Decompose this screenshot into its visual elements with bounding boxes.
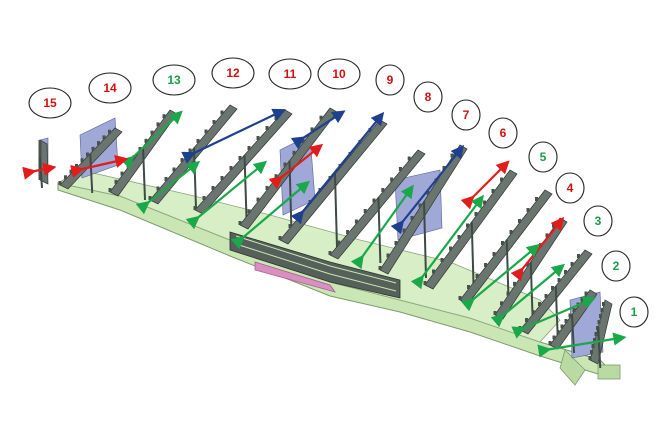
green-dimension-arrow <box>230 180 311 250</box>
red-dimension-arrow <box>268 143 324 190</box>
label-number: 3 <box>595 214 602 228</box>
label-bubble <box>413 81 443 113</box>
label-number: 6 <box>500 126 507 140</box>
label-13: 13 <box>152 64 196 96</box>
label-bubble <box>528 141 558 173</box>
label-bubble <box>28 87 72 119</box>
label-14: 14 <box>88 72 132 104</box>
label-1: 1 <box>619 296 649 328</box>
label-10: 10 <box>317 58 361 90</box>
pink-strip <box>254 261 336 293</box>
green-dimension-arrow <box>350 184 414 270</box>
label-bubble <box>488 117 518 149</box>
label-number: 1 <box>631 305 638 319</box>
green-dimension-arrow <box>135 160 201 215</box>
label-number: 14 <box>103 81 117 95</box>
label-number: 7 <box>463 108 470 122</box>
blue-dimension-arrow <box>290 110 346 150</box>
label-3: 3 <box>583 205 613 237</box>
label-number: 15 <box>43 96 57 110</box>
green-dimension-arrow <box>410 194 484 290</box>
label-bubble <box>317 58 361 90</box>
label-4: 4 <box>555 172 585 204</box>
label-bubble <box>583 205 613 237</box>
label-bubble <box>88 72 132 104</box>
label-11: 11 <box>268 58 312 90</box>
label-number: 13 <box>167 73 181 87</box>
dimension-arrows <box>22 108 627 358</box>
label-bubble <box>601 250 631 282</box>
red-dimension-arrow <box>460 160 510 210</box>
roof-truss <box>38 139 49 189</box>
label-number: 2 <box>613 259 620 273</box>
label-7: 7 <box>451 99 481 131</box>
label-bubble <box>555 172 585 204</box>
green-dimension-arrow <box>537 332 627 358</box>
label-number: 8 <box>425 90 432 104</box>
label-bubble <box>211 57 255 89</box>
label-2: 2 <box>601 250 631 282</box>
green-dimension-arrow <box>185 160 268 230</box>
green-dimension-arrow <box>120 110 183 170</box>
label-bubble <box>152 64 196 96</box>
label-15: 15 <box>28 87 72 119</box>
label-12: 12 <box>211 57 255 89</box>
label-bubble <box>619 296 649 328</box>
label-8: 8 <box>413 81 443 113</box>
red-dimension-arrow <box>70 155 129 178</box>
label-number: 10 <box>332 67 346 81</box>
label-5: 5 <box>528 141 558 173</box>
label-number: 5 <box>540 150 547 164</box>
label-6: 6 <box>488 117 518 149</box>
red-dimension-arrow <box>22 162 57 180</box>
blue-dimension-arrow <box>290 111 385 225</box>
label-bubble <box>375 64 405 96</box>
label-9: 9 <box>375 64 405 96</box>
label-bubble <box>268 58 312 90</box>
green-dimension-arrow <box>460 243 541 312</box>
label-number: 11 <box>284 67 297 81</box>
label-number: 9 <box>387 73 394 87</box>
label-number: 4 <box>567 181 574 195</box>
label-number: 12 <box>226 66 240 80</box>
roof-truss <box>193 109 293 219</box>
blue-dimension-arrow <box>181 108 286 164</box>
label-bubble <box>451 99 481 131</box>
red-dimension-arrow <box>510 216 565 282</box>
